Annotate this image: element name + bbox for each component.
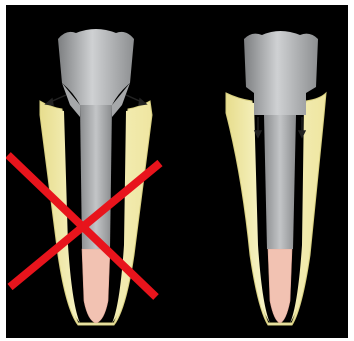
diagram-svg (6, 5, 348, 338)
right-gutta-percha (268, 249, 292, 323)
left-tooth (8, 29, 160, 325)
right-post (264, 115, 296, 249)
left-gutta-percha (82, 249, 110, 323)
right-tooth (226, 31, 326, 325)
diagram-frame (6, 5, 348, 338)
